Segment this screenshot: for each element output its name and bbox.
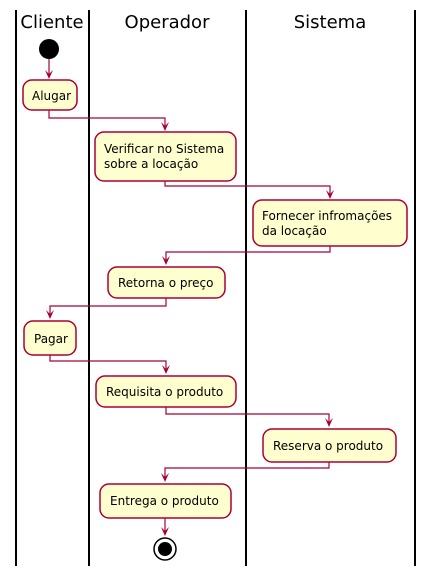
activity-label: Reserva o produto <box>273 439 383 453</box>
arrowhead <box>161 527 169 536</box>
activity-label: Fornecer infromações <box>262 209 392 223</box>
arrowhead <box>162 256 170 265</box>
activity-pagar: Pagar <box>23 320 77 356</box>
arrowhead <box>325 418 333 427</box>
activity-verificar: Verificar no Sistema sobre a locação <box>94 131 237 182</box>
activity-label: sobre a locação <box>104 157 198 171</box>
lane-title-sistema: Sistema <box>294 12 367 33</box>
flows <box>45 59 334 536</box>
flow-verificar-fornecer <box>164 181 331 196</box>
arrowhead <box>161 122 169 131</box>
flow-requisita-reserva <box>165 407 330 424</box>
arrowhead <box>46 310 54 319</box>
lane-title-cliente: Cliente <box>20 12 83 33</box>
flow-alugar-verificar <box>48 110 166 128</box>
activity-label: Verificar no Sistema <box>104 142 224 156</box>
activity-label: Alugar <box>32 89 71 103</box>
start-node <box>39 39 59 59</box>
flow-fornecer-retorna <box>165 246 331 262</box>
activity-label: Requisita o produto <box>106 385 223 399</box>
arrowhead <box>161 473 169 482</box>
flow-reserva-entrega <box>164 462 330 479</box>
arrowhead <box>45 70 53 79</box>
end-node <box>153 537 177 561</box>
flow-retorna-pagar <box>49 298 167 316</box>
activity-label: Retorna o preço <box>118 276 214 290</box>
arrowhead <box>326 190 334 199</box>
lane-title-operador: Operador <box>125 12 211 33</box>
activity-reserva: Reserva o produto <box>262 428 397 463</box>
activity-fornecer: Fornecer infromações da locação <box>252 199 408 247</box>
activity-entrega: Entrega o produto <box>99 483 232 519</box>
activity-alugar: Alugar <box>22 79 78 111</box>
activity-label: Entrega o produto <box>110 494 219 508</box>
activity-label: da locação <box>262 224 327 238</box>
activity-retorna: Retorna o preço <box>107 266 226 299</box>
flow-pagar-requisita <box>49 355 167 371</box>
activity-label: Pagar <box>34 332 68 346</box>
arrowhead <box>162 365 170 374</box>
activity-requisita: Requisita o produto <box>95 375 237 408</box>
